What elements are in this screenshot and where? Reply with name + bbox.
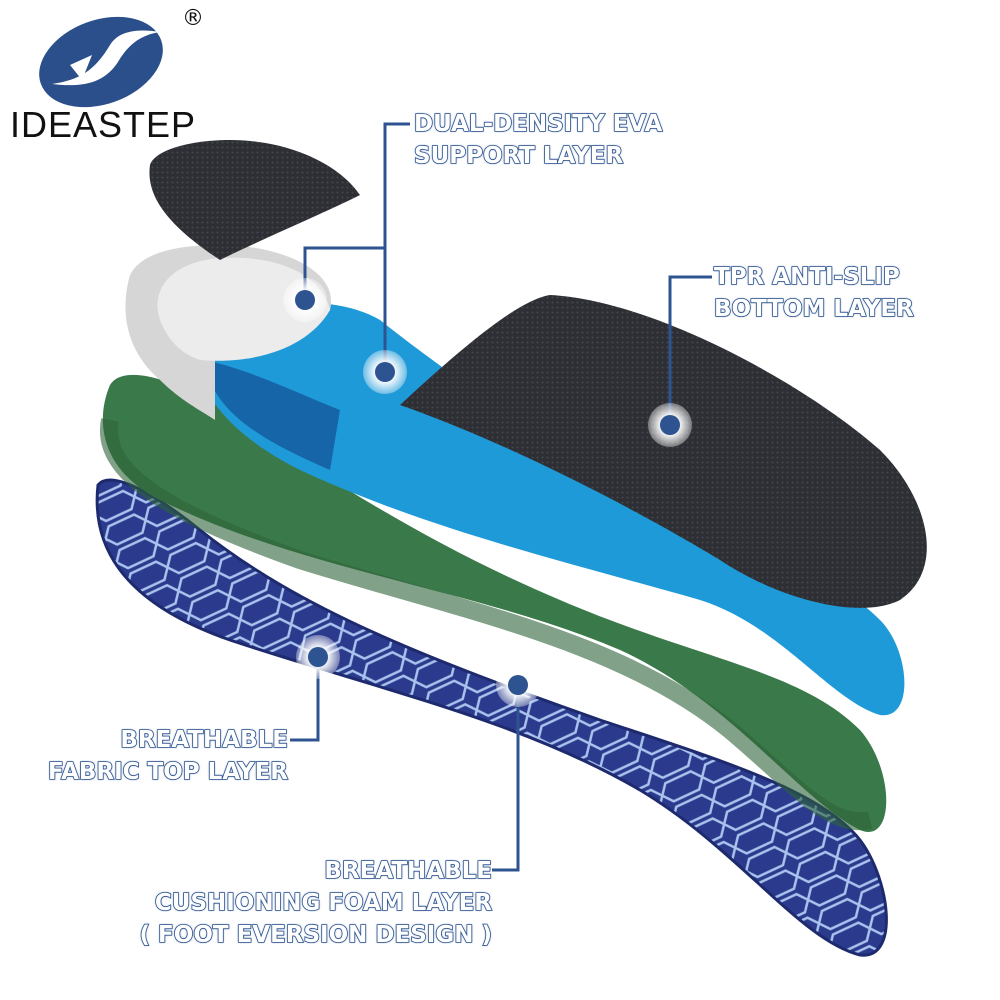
brand-name: IDEASTEP bbox=[10, 104, 197, 145]
callout-dot-foam bbox=[496, 663, 540, 707]
logo-mark bbox=[39, 16, 163, 108]
label-line: DUAL-DENSITY EVA bbox=[413, 110, 663, 138]
label-line: BOTTOM LAYER bbox=[713, 295, 914, 323]
label-tpr-bottom-layer: TPR ANTI-SLIP BOTTOM LAYER bbox=[713, 261, 914, 325]
eva-support-layer bbox=[198, 302, 905, 716]
label-line: CUSHIONING FOAM LAYER bbox=[154, 889, 493, 917]
label-line: BREATHABLE bbox=[324, 857, 493, 885]
label-line: ( FOOT EVERSION DESIGN ) bbox=[139, 921, 493, 949]
callout-dot-tpr bbox=[648, 403, 692, 447]
label-cushioning-foam-layer: BREATHABLE CUSHIONING FOAM LAYER ( FOOT … bbox=[139, 855, 493, 951]
callout-dot-fabric bbox=[296, 635, 340, 679]
label-fabric-top-layer: BREATHABLE FABRIC TOP LAYER bbox=[47, 724, 289, 788]
label-line: FABRIC TOP LAYER bbox=[47, 758, 289, 786]
registered-mark: ® bbox=[182, 6, 204, 31]
heel-pad bbox=[149, 140, 360, 260]
cushioning-foam-layer bbox=[102, 374, 887, 832]
label-line: SUPPORT LAYER bbox=[413, 142, 624, 170]
callout-dot-eva bbox=[363, 350, 407, 394]
label-line: TPR ANTI-SLIP bbox=[713, 263, 900, 291]
tpr-anti-slip-pad bbox=[400, 295, 927, 608]
label-eva-support-layer: DUAL-DENSITY EVA SUPPORT LAYER bbox=[413, 108, 663, 172]
label-line: BREATHABLE bbox=[120, 726, 289, 754]
callout-dots bbox=[283, 278, 692, 707]
callout-dot-heel bbox=[283, 278, 327, 322]
